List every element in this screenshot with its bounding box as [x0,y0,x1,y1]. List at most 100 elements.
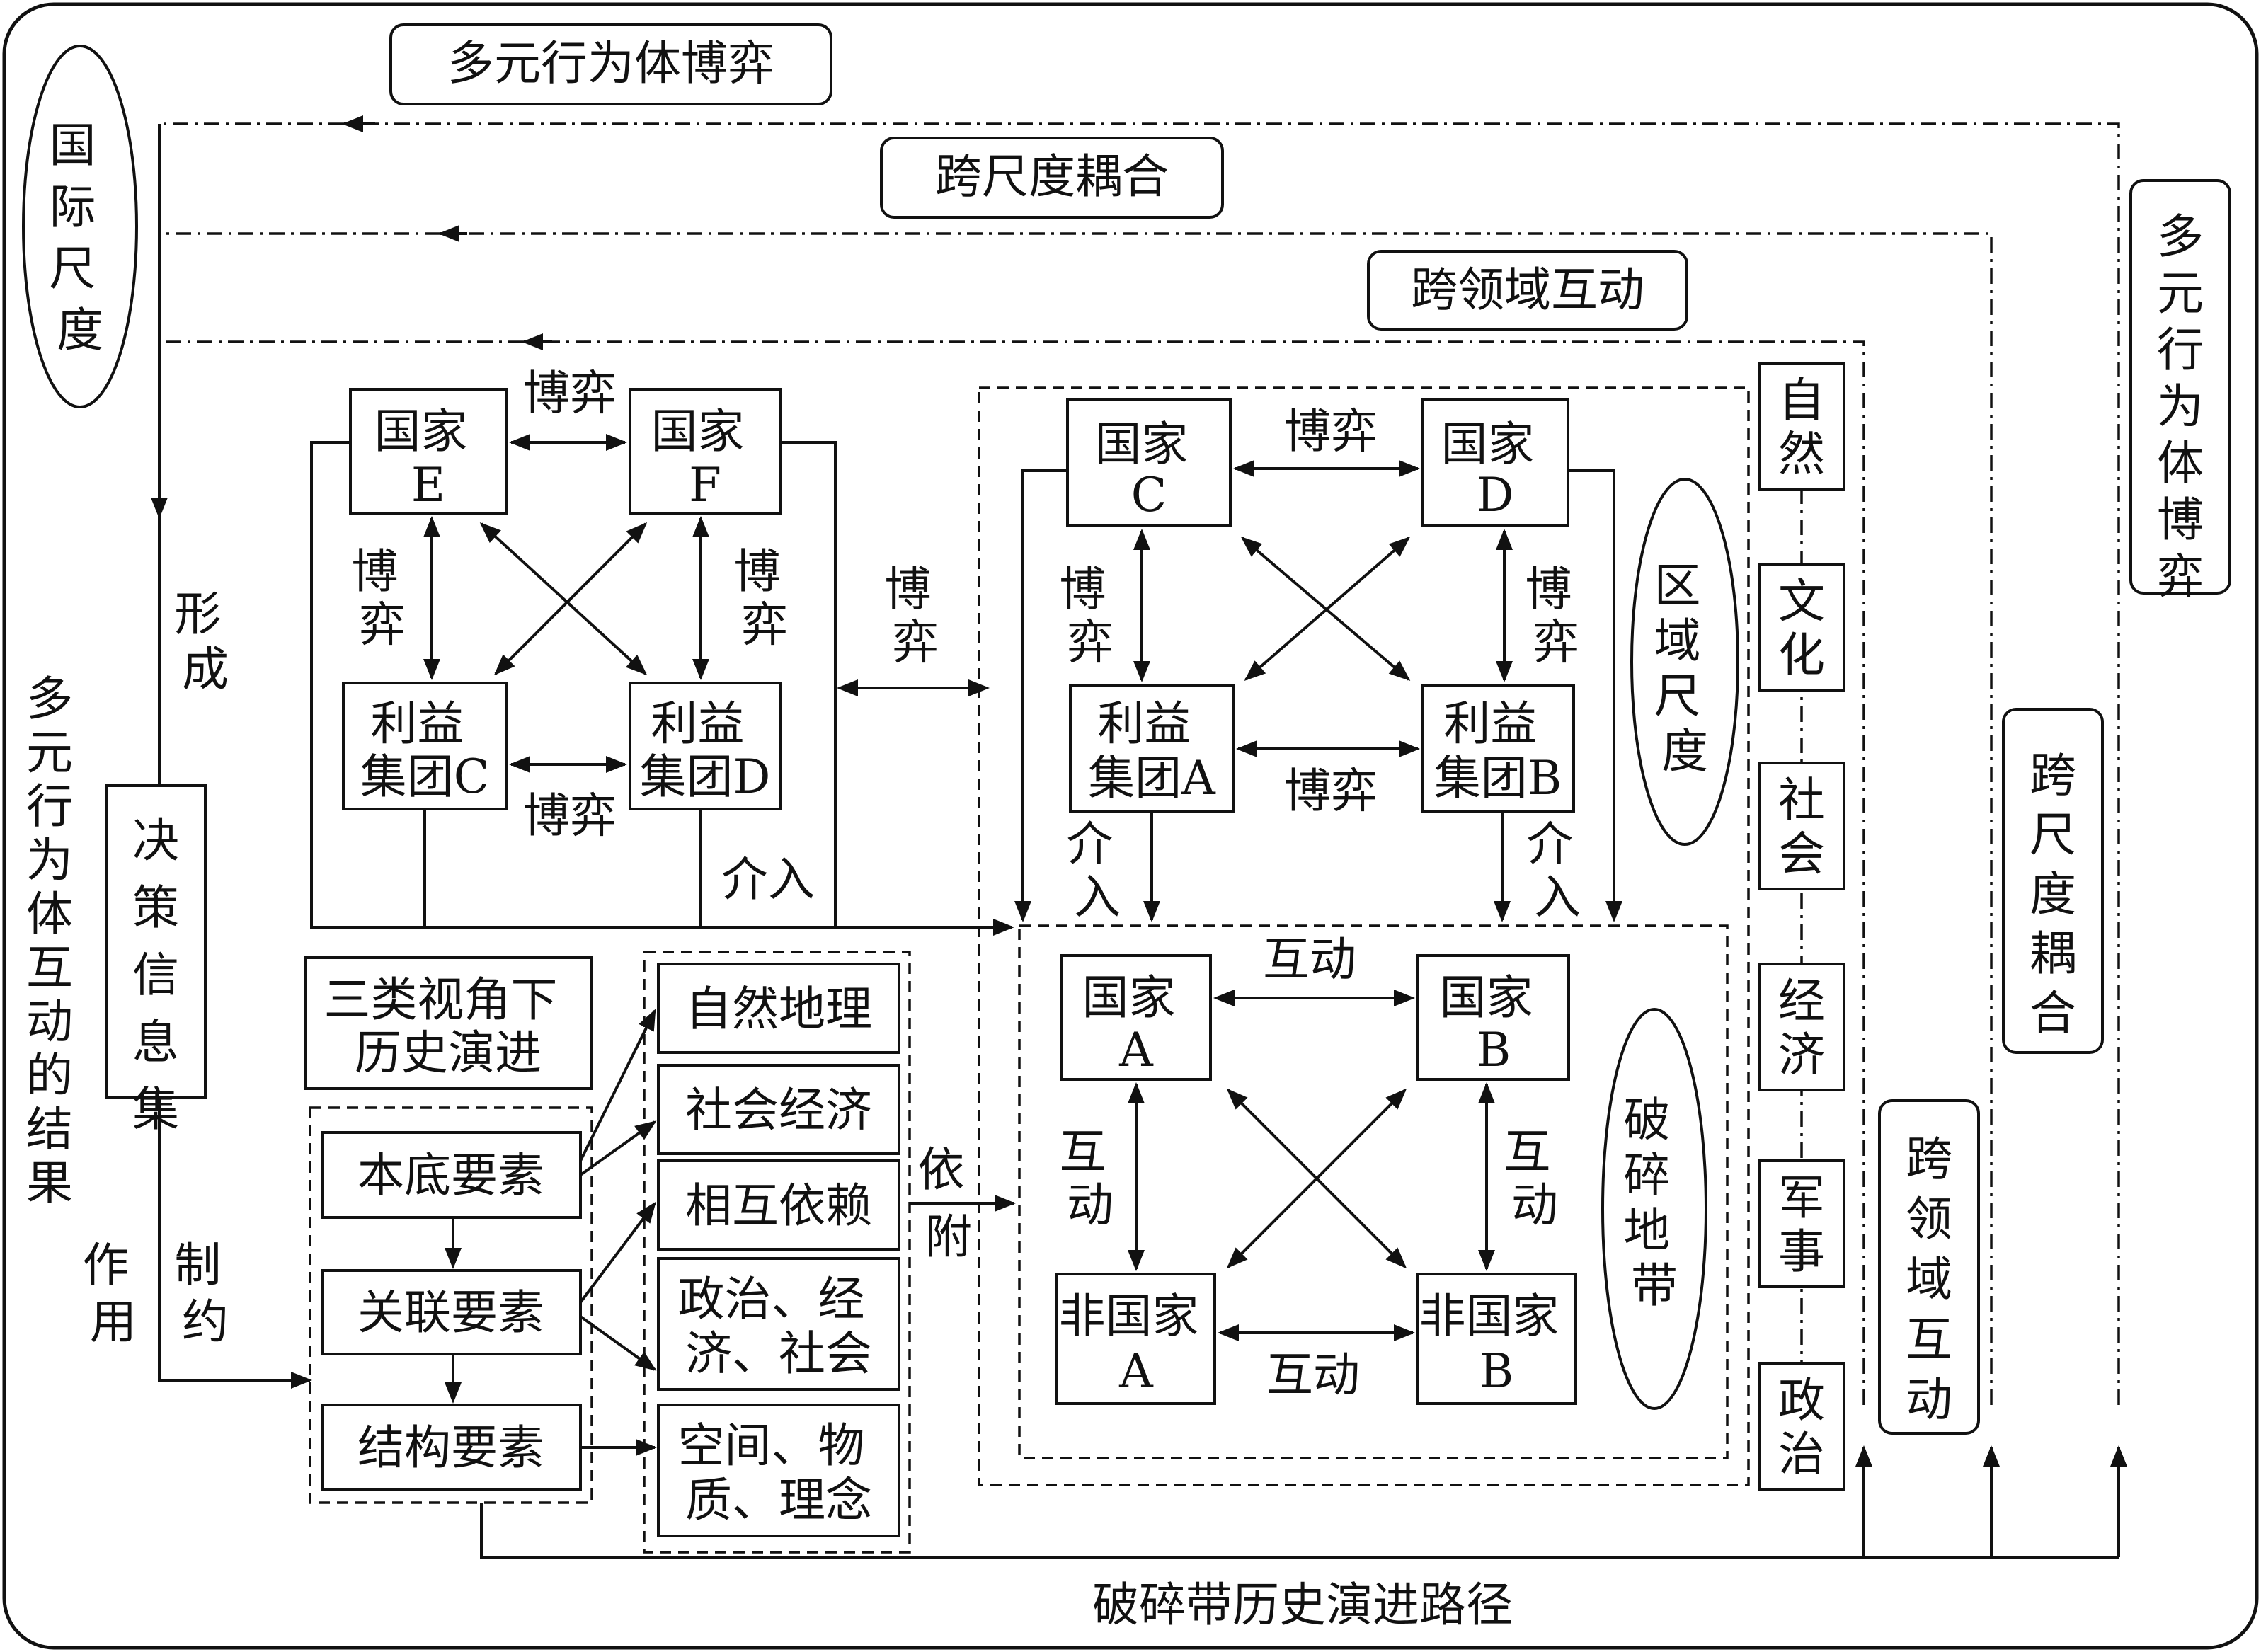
shatterbelt-ch2: 碎 [1624,1148,1671,1203]
international-scale-text: 国 际 尺 度 [50,118,111,357]
reg-intervene-right-label: 介 入 [1527,817,1589,924]
state-c-line2: C [1131,468,1167,522]
intl-game-top-label: 博弈 [523,366,617,420]
political-econ-social-box [657,1257,900,1391]
intl-game-bottom-label: 博弈 [523,788,617,843]
cross-scale-coupling-top-text: 跨尺度耦合 [935,149,1169,204]
reg-game-bottom-label: 博弈 [1284,764,1378,818]
decision-info-set-ch1: 决 [132,813,179,868]
state-b-box [1416,954,1570,1081]
state-f-text: 国家 F [651,404,760,512]
state-d-box [1421,398,1569,527]
space-material-idea-line2: 质、理念 [685,1473,872,1527]
cross-domain-interaction-top-text: 跨领域互动 [1411,263,1644,317]
nonstate-a-text: 非国家 A [1059,1289,1214,1399]
cross-scale-coupling-right-text: 跨尺度耦合 [2030,748,2076,1040]
multi-actor-result-ch8: 的 [26,1048,73,1103]
constrain-ch1: 制 [175,1238,222,1292]
structural-elements-box [321,1404,582,1491]
three-perspectives-line2: 历史演进 [355,1026,542,1080]
structural-elements-text: 结构要素 [357,1421,544,1475]
interest-group-c-line2: 集团C [360,750,490,804]
nonstate-b-line2: B [1479,1344,1514,1399]
state-b-line1: 国家 [1440,970,1533,1025]
cross-scale-coupling-right-ch2: 尺 [2030,808,2076,862]
interest-group-b-line2: 集团B [1434,751,1562,805]
interest-group-d-box [629,682,782,810]
reg-game-right-ch1: 博 [1526,562,1572,616]
shatterbelt-ch3: 地 [1624,1203,1671,1258]
international-scale-ch3: 尺 [50,241,96,296]
interest-group-d-line1: 利益 [651,696,745,751]
sb-interact-left-label: 互 动 [1060,1125,1121,1232]
domain-box-1 [1758,362,1845,491]
nonstate-a-box [1055,1273,1216,1405]
domain-label-2-ch2: 化 [1778,628,1825,682]
interest-group-c-line1: 利益 [371,696,464,751]
interdependence-box [657,1159,900,1251]
shatterbelt-ch4: 带 [1631,1258,1678,1313]
cross-domain-interaction-right-ch5: 动 [1906,1372,1952,1427]
intl-intervene-label: 介入 [721,852,815,907]
cross-scale-coupling-right-ch3: 度 [2030,867,2076,922]
three-perspectives-box [304,956,593,1090]
middle-game-label: 博 弈 [885,562,946,670]
reg-intervene-left-ch2: 入 [1074,870,1121,924]
effect-label: 作 用 [83,1238,144,1349]
domain-box-4 [1758,963,1845,1091]
top-flow-lines [151,115,2120,1405]
nonstate-b-line1: 非国家 [1419,1289,1559,1343]
domain-box-5 [1758,1159,1845,1288]
state-b-line2: B [1477,1023,1511,1077]
attach-ch1: 依 [918,1142,965,1197]
domain-label-4-ch1: 经 [1778,974,1825,1028]
cross-scale-coupling-right-ch1: 跨 [2030,748,2076,803]
reg-game-right-label: 博 弈 [1526,562,1587,670]
attach-ch2: 附 [925,1210,972,1264]
domain-label-5-ch2: 事 [1778,1224,1825,1279]
reg-intervene-left-label: 介 入 [1067,817,1128,924]
multi-actor-game-right-label [2129,179,2231,595]
multi-actor-result-text: 多元行为体互动的结果 [26,672,73,1210]
evolution-path-line [480,1503,2119,1559]
international-scale-ellipse [22,45,138,408]
space-material-idea-line1: 空间、物 [678,1418,865,1473]
state-a-line2: A [1118,1023,1154,1077]
state-f-line2: F [689,458,721,512]
multi-actor-game-right-text: 多元行为体博弈 [2157,210,2204,604]
intl-game-left-label: 博 弈 [352,544,413,652]
domain-box-6 [1758,1362,1845,1491]
multi-actor-game-right-ch1: 多 [2157,210,2204,264]
sb-interact-right-ch1: 互 [1504,1125,1551,1179]
natural-geo-text: 自然地理 [685,982,872,1036]
interdependence-text: 相互依赖 [685,1178,872,1233]
sb-interact-right-label: 互 动 [1504,1125,1566,1232]
elements-dashed-frame [309,1106,593,1504]
domain-label-3-ch1: 社 [1778,773,1825,827]
effect-ch2: 用 [90,1295,137,1349]
form-ch1: 形 [175,587,222,641]
interest-group-c-text: 利益 集团C [360,696,490,804]
intl-game-left-ch2: 弈 [359,597,406,652]
interest-group-d-text: 利益 集团D [640,696,771,804]
decision-info-set-ch5: 集 [132,1082,179,1137]
state-c-box [1066,398,1232,527]
domain-box-3 [1758,762,1845,890]
interest-group-a-line2: 集团A [1088,751,1216,805]
multi-actor-game-top-text: 多元行为体博弈 [447,36,774,91]
state-a-box [1060,954,1212,1081]
domain-box-2 [1758,563,1845,692]
evolution-path-label: 破碎带历史演进路径 [1092,1578,1513,1632]
political-econ-social-text: 政治、经 济、社会 [678,1272,880,1381]
political-econ-social-line2: 济、社会 [685,1326,872,1381]
interest-group-b-text: 利益 集团B [1434,696,1562,805]
decision-to-history-line [158,1097,312,1389]
cross-domain-interaction-right-ch4: 互 [1906,1312,1952,1367]
state-d-line2: D [1477,468,1514,522]
multi-actor-result-ch1: 多 [26,672,73,726]
attach-label: 依 附 [918,1142,980,1264]
sb-interact-left-ch2: 动 [1067,1178,1114,1232]
shatterbelt-text: 破 碎 地 带 [1624,1093,1685,1313]
